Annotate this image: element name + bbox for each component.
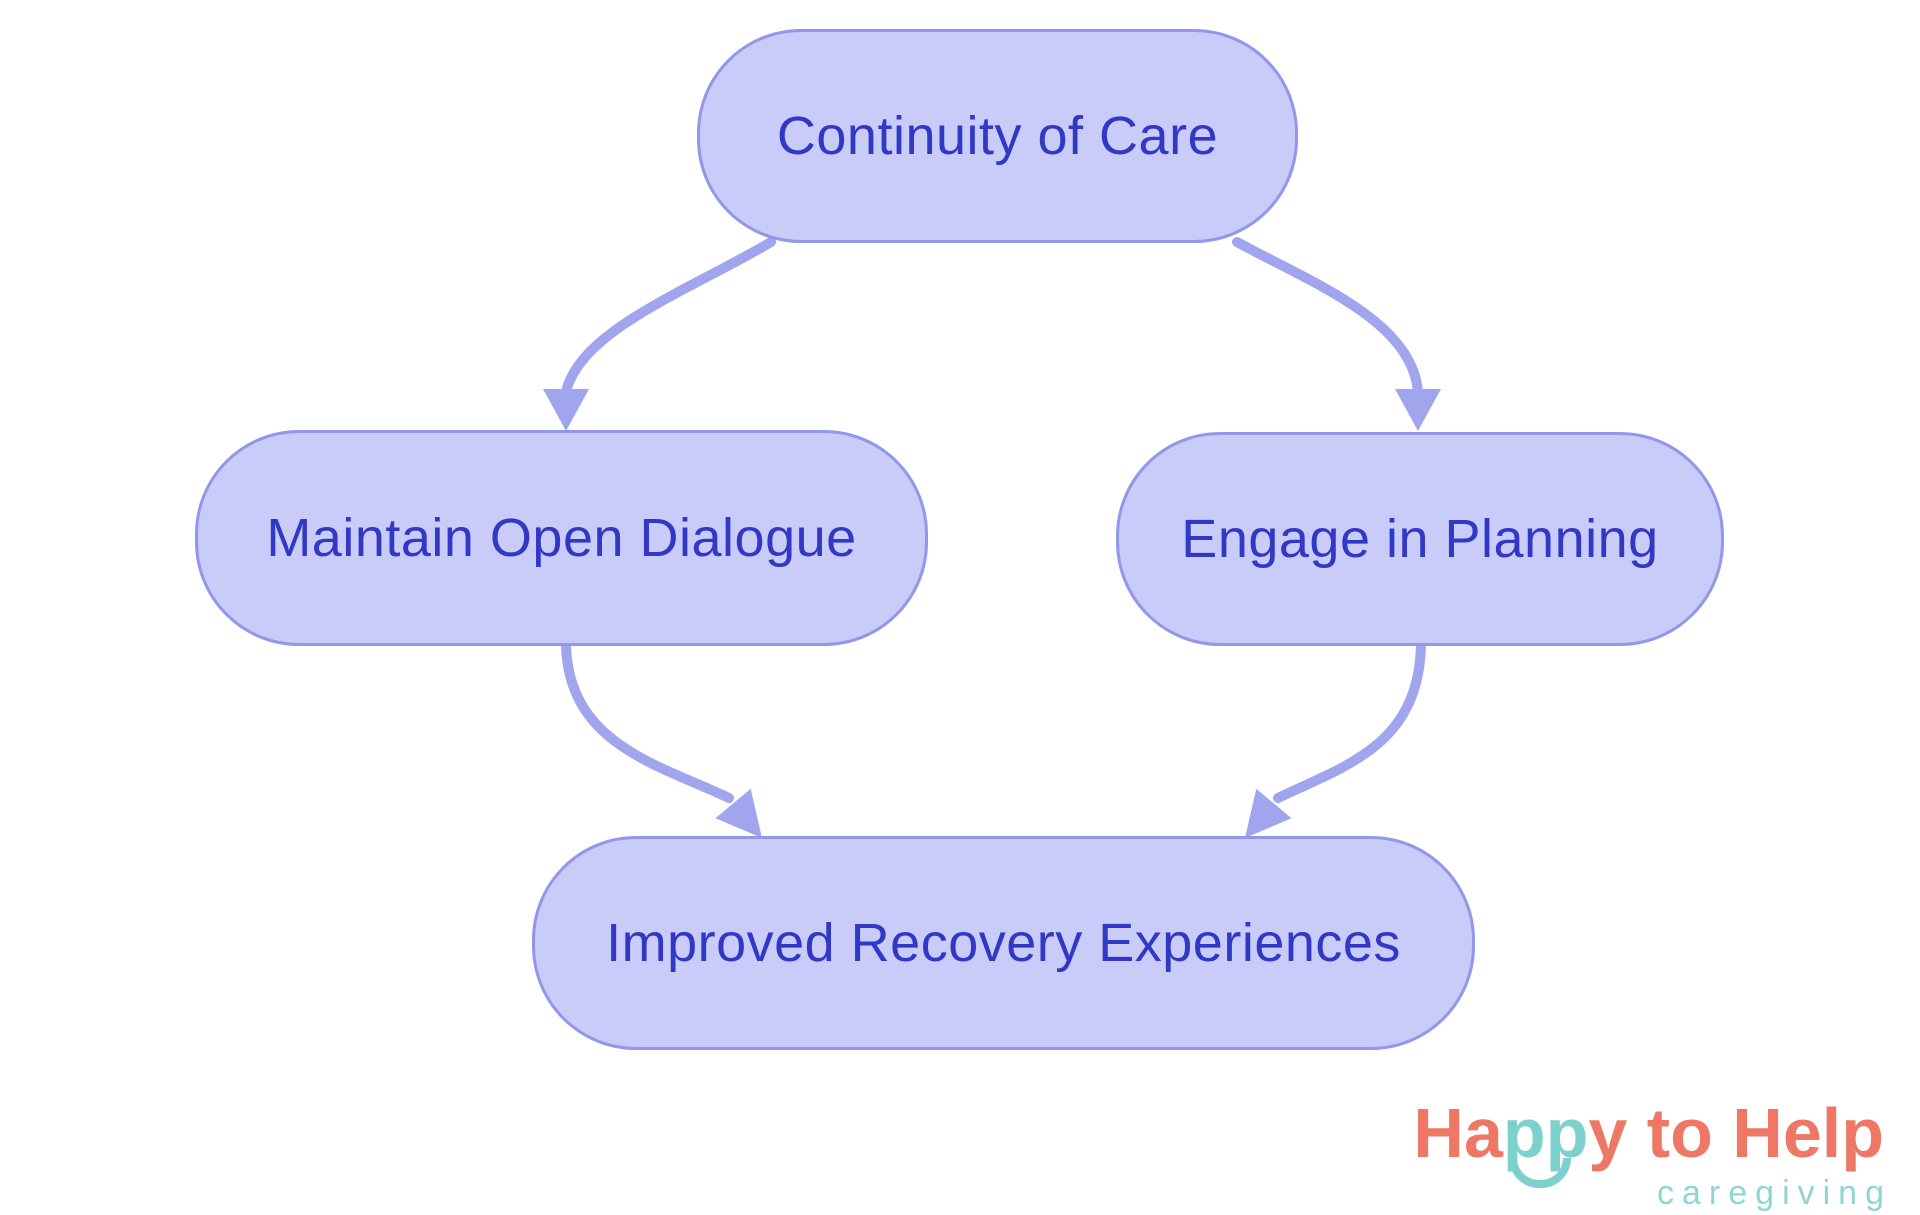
arrowhead-icon: [543, 389, 589, 431]
node-label: Engage in Planning: [1181, 509, 1659, 569]
flow-node-maintain-open-dialogue: Maintain Open Dialogue: [195, 430, 928, 646]
node-label: Improved Recovery Experiences: [606, 913, 1401, 973]
edge-dialogue-to-recovery: [561, 639, 734, 803]
logo-text-pp: pp: [1503, 1098, 1588, 1188]
logo-text-ha: Ha: [1413, 1094, 1503, 1172]
node-label: Maintain Open Dialogue: [266, 508, 857, 568]
flow-node-continuity-of-care: Continuity of Care: [697, 29, 1298, 243]
edge-planning-to-recovery: [1273, 639, 1426, 803]
brand-tagline: caregiving: [1657, 1174, 1892, 1212]
edge-continuity-to-planning: [1232, 237, 1423, 397]
edge-continuity-to-dialogue: [561, 237, 776, 397]
node-label: Continuity of Care: [776, 106, 1219, 166]
smile-icon: [1508, 1158, 1571, 1188]
arrowhead-icon: [715, 788, 762, 838]
arrowhead-icon: [1245, 788, 1292, 838]
logo-text-y-to-help: y to Help: [1588, 1094, 1884, 1172]
logo-pp-letters: pp: [1502, 1094, 1589, 1172]
flow-node-improved-recovery-experiences: Improved Recovery Experiences: [532, 836, 1475, 1050]
arrowhead-icon: [1395, 389, 1441, 431]
flow-node-engage-in-planning: Engage in Planning: [1116, 432, 1724, 646]
